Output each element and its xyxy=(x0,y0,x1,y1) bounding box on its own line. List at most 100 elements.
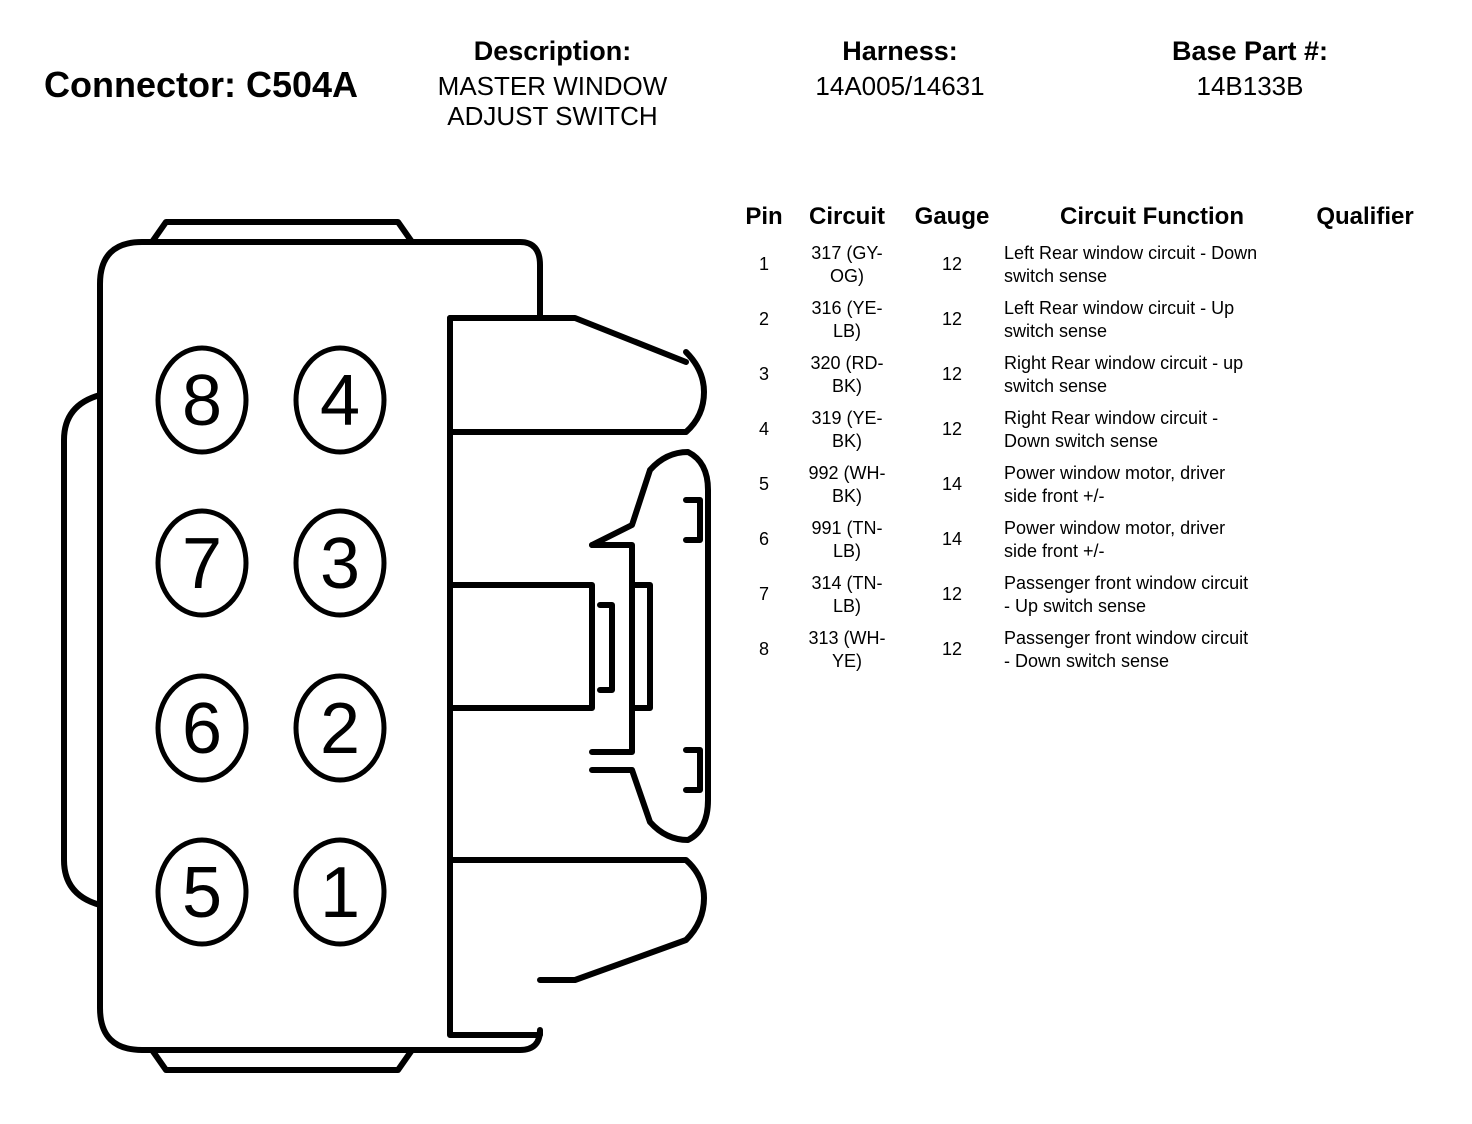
description-value-line1: MASTER WINDOW xyxy=(437,71,668,101)
description-block: Description: MASTER WINDOW ADJUST SWITCH xyxy=(400,36,705,131)
pin-cavity-label: 3 xyxy=(320,524,360,604)
pin-cavity-label: 6 xyxy=(182,689,222,769)
header-circuit-function: Circuit Function xyxy=(1060,203,1244,230)
cell-gauge: 12 xyxy=(941,309,963,329)
base-part-label: Base Part #: xyxy=(1171,36,1329,66)
table-row: 5 992 (WH-BK) 14 Power window motor, driver… xyxy=(734,457,1430,512)
header-qualifier: Qualifier xyxy=(1316,203,1414,230)
cell-pin: 4 xyxy=(758,419,769,439)
cell-circuit: 991 (TN-LB) xyxy=(811,517,883,561)
cell-gauge: 12 xyxy=(941,254,963,274)
table-row: 2 316 (YE-LB) 12 Left Rear window circuit -… xyxy=(734,292,1430,347)
pin-cavity-outline xyxy=(155,345,249,455)
header-circuit: Circuit xyxy=(808,203,885,230)
pin-cavity-6: 6 xyxy=(155,673,249,783)
cell-circuit-function: Right Rear window circuit -Down switch s… xyxy=(1004,407,1219,451)
cell-gauge: 12 xyxy=(941,639,963,659)
description-label: Description: xyxy=(473,36,632,66)
pin-cavity-4: 4 xyxy=(293,345,387,455)
pin-cavity-label: 8 xyxy=(182,361,222,441)
pin-cavity-5: 5 xyxy=(155,837,249,947)
pin-cavity-label: 2 xyxy=(320,689,360,769)
description-value-line2: ADJUST SWITCH xyxy=(447,101,658,131)
connector-top-tab xyxy=(149,219,415,245)
cell-circuit: 320 (RD-BK) xyxy=(810,352,884,396)
cell-qualifier xyxy=(1300,567,1430,622)
pin-cavity-2: 2 xyxy=(293,673,387,783)
harness-block: Harness: 14A005/14631 xyxy=(780,36,1020,101)
pin-cavity-label: 4 xyxy=(320,361,360,441)
cell-qualifier xyxy=(1300,347,1430,402)
cell-circuit: 319 (YE-BK) xyxy=(811,407,883,451)
base-part-block: Base Part #: 14B133B xyxy=(1130,36,1370,101)
pin-cavity-outline xyxy=(293,508,387,618)
cell-circuit-function: Passenger front window circuit- Up switc… xyxy=(1004,572,1249,616)
cell-gauge: 14 xyxy=(941,529,963,549)
upper-lock-arm-tip xyxy=(447,349,707,435)
pin-cavity-outline xyxy=(293,673,387,783)
pin-cavity-8: 8 xyxy=(155,345,249,455)
header-gauge: Gauge xyxy=(914,203,990,230)
cell-qualifier xyxy=(1300,622,1430,677)
cell-pin: 5 xyxy=(758,474,769,494)
header-pin: Pin xyxy=(745,203,783,230)
table-row: 6 991 (TN-LB) 14 Power window motor, driver… xyxy=(734,512,1430,567)
cell-gauge: 12 xyxy=(941,364,963,384)
cell-pin: 1 xyxy=(758,254,769,274)
pin-cavity-outline xyxy=(155,508,249,618)
table-row: 3 320 (RD-BK) 12 Right Rear window circuit … xyxy=(734,347,1430,402)
center-slide xyxy=(589,542,635,755)
cell-circuit: 314 (TN-LB) xyxy=(811,572,883,616)
cell-circuit: 316 (YE-LB) xyxy=(811,297,883,341)
connector-title: Connector: C504A xyxy=(44,64,359,105)
table-row: 7 314 (TN-LB) 12 Passenger front window cir… xyxy=(734,567,1430,622)
cell-pin: 8 xyxy=(758,639,769,659)
table-row: 1 317 (GY-OG) 12 Left Rear window circuit -… xyxy=(734,237,1430,292)
pin-table: Pin Circuit Gauge Circuit Function Quali… xyxy=(734,203,1430,677)
base-part-value: 14B133B xyxy=(1196,71,1304,101)
cell-circuit: 313 (WH-YE) xyxy=(808,627,886,671)
cell-qualifier xyxy=(1300,512,1430,567)
connector-bottom-tab xyxy=(149,1047,415,1073)
cell-qualifier xyxy=(1300,292,1430,347)
pin-cavity-3: 3 xyxy=(293,508,387,618)
connector-face-diagram: 8 4 7 3 6 2 5 1 xyxy=(61,219,711,1073)
pin-cavity-7: 7 xyxy=(155,508,249,618)
cell-pin: 2 xyxy=(758,309,769,329)
cell-gauge: 14 xyxy=(941,474,963,494)
cell-qualifier xyxy=(1300,402,1430,457)
pin-cavity-label: 1 xyxy=(320,853,360,933)
harness-label: Harness: xyxy=(842,36,958,66)
cell-gauge: 12 xyxy=(941,419,963,439)
pin-cavity-outline xyxy=(155,673,249,783)
cell-qualifier xyxy=(1300,237,1430,292)
cell-circuit: 992 (WH-BK) xyxy=(808,462,886,506)
harness-value: 14A005/14631 xyxy=(815,71,985,101)
cell-pin: 6 xyxy=(758,529,769,549)
pin-cavity-label: 7 xyxy=(182,524,222,604)
pin-cavity-label: 5 xyxy=(182,853,222,933)
pin-cavity-1: 1 xyxy=(293,837,387,947)
cell-pin: 3 xyxy=(758,364,769,384)
connector-left-latch xyxy=(61,392,103,908)
pin-cavity-outline xyxy=(293,345,387,455)
cell-circuit-function: Passenger front window circuit- Down swi… xyxy=(1004,627,1249,671)
pin-table-header-row: Pin Circuit Gauge Circuit Function Quali… xyxy=(734,203,1430,237)
pin-cavity-outline xyxy=(293,837,387,947)
cell-qualifier xyxy=(1300,457,1430,512)
cell-pin: 7 xyxy=(758,584,769,604)
table-row: 4 319 (YE-BK) 12 Right Rear window circuit … xyxy=(734,402,1430,457)
lower-lock-arm xyxy=(447,857,707,983)
cell-gauge: 12 xyxy=(941,584,963,604)
cell-circuit: 317 (GY-OG) xyxy=(811,242,883,286)
right-catch-lever xyxy=(589,449,711,843)
center-key-block xyxy=(447,582,595,711)
table-row: 8 313 (WH-YE) 12 Passenger front window cir… xyxy=(734,622,1430,677)
pin-cavity-outline xyxy=(155,837,249,947)
upper-lock-arm-top xyxy=(447,315,689,365)
